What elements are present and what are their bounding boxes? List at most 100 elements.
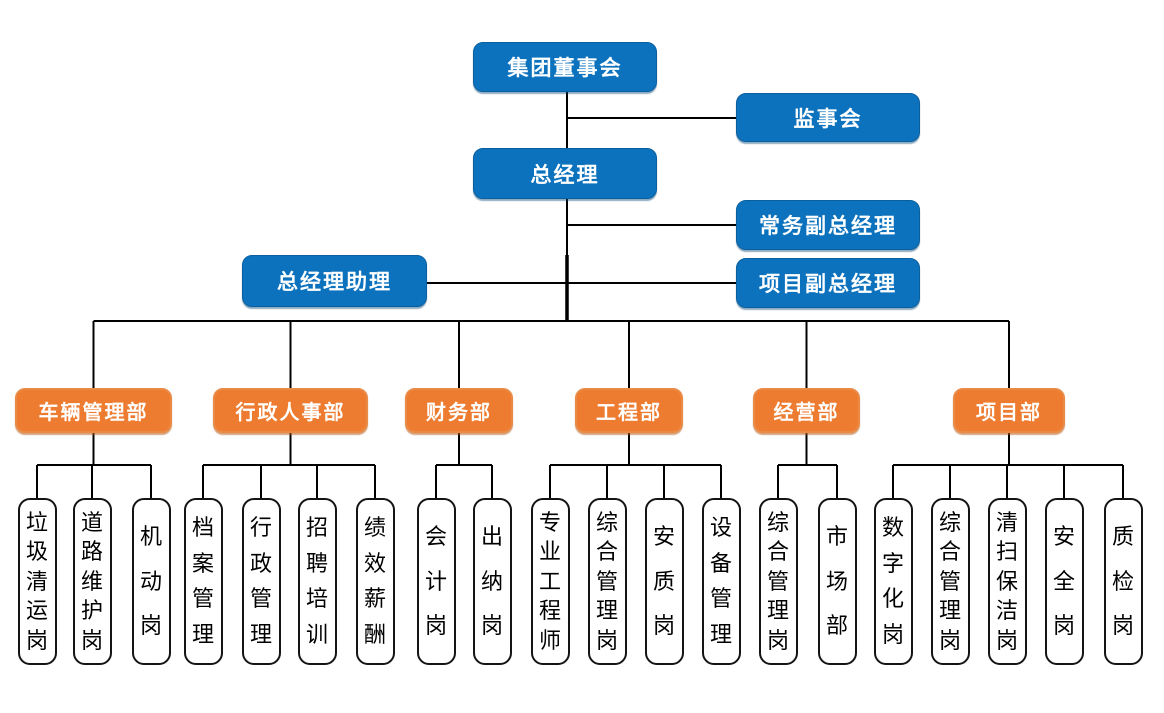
post-label-char: 管 bbox=[938, 568, 961, 594]
post-project-2: 清扫保洁岗 bbox=[987, 498, 1027, 665]
post-project-0: 数字化岗 bbox=[873, 498, 913, 665]
post-label-char: 档 bbox=[191, 515, 214, 541]
post-engineering-1: 综合管理岗 bbox=[587, 498, 627, 665]
node-deputy_exec-label: 常务副总经理 bbox=[759, 215, 897, 238]
post-label-char: 清 bbox=[995, 509, 1018, 535]
post-label-char: 扫 bbox=[995, 539, 1018, 564]
post-label-char: 化 bbox=[881, 586, 904, 612]
post-label-char: 路 bbox=[80, 539, 103, 564]
post-label-char: 机 bbox=[139, 524, 162, 550]
dept-project: 项目部 bbox=[953, 388, 1065, 433]
post-label-char: 部 bbox=[825, 612, 848, 638]
post-label-char: 理 bbox=[709, 621, 732, 647]
post-label-char: 酬 bbox=[363, 621, 386, 647]
post-admin-hr-3: 绩效薪酬 bbox=[355, 498, 395, 665]
post-label-char: 安 bbox=[652, 524, 675, 550]
dept-engineering-label: 工程部 bbox=[596, 402, 662, 424]
post-label-char: 聘 bbox=[305, 550, 328, 576]
post-label-char: 合 bbox=[938, 539, 961, 564]
post-label-char: 备 bbox=[709, 550, 732, 576]
post-label-char: 业 bbox=[538, 539, 561, 564]
post-label-char: 训 bbox=[305, 621, 328, 647]
post-label-char: 清 bbox=[25, 568, 48, 594]
post-label-char: 纳 bbox=[480, 568, 503, 594]
post-label-char: 管 bbox=[249, 586, 272, 612]
post-label-char: 岗 bbox=[938, 627, 961, 653]
dept-business-label: 经营部 bbox=[773, 402, 840, 424]
post-label-char: 理 bbox=[595, 598, 618, 623]
post-project-4: 质检岗 bbox=[1103, 498, 1143, 665]
post-label-char: 场 bbox=[825, 568, 848, 594]
post-label-char: 保 bbox=[995, 568, 1018, 594]
post-label-char: 岗 bbox=[1111, 612, 1134, 638]
post-label-char: 岗 bbox=[139, 612, 162, 638]
post-label-char: 综 bbox=[938, 509, 961, 535]
post-label-char: 程 bbox=[538, 598, 561, 623]
post-label-char: 护 bbox=[80, 598, 103, 623]
post-label-char: 字 bbox=[881, 550, 904, 576]
post-label-char: 理 bbox=[249, 621, 272, 647]
node-gm_assistant: 总经理助理 bbox=[242, 255, 427, 307]
post-label-char: 综 bbox=[595, 509, 618, 535]
post-vehicle-0: 垃圾清运岗 bbox=[17, 498, 57, 665]
post-label-char: 设 bbox=[709, 515, 732, 541]
post-project-3: 安全岗 bbox=[1044, 498, 1084, 665]
node-supervisory-label: 监事会 bbox=[793, 107, 863, 131]
post-label-char: 效 bbox=[363, 550, 386, 576]
post-label-char: 岗 bbox=[652, 612, 675, 638]
dept-business: 经营部 bbox=[753, 388, 860, 433]
dept-engineering: 工程部 bbox=[575, 388, 683, 433]
post-label-char: 岗 bbox=[480, 612, 503, 638]
post-label-char: 维 bbox=[80, 568, 103, 594]
post-label-char: 安 bbox=[1052, 524, 1075, 550]
post-label-char: 出 bbox=[480, 524, 503, 550]
post-label-char: 岗 bbox=[25, 627, 48, 653]
post-finance-0: 会计岗 bbox=[416, 498, 456, 665]
post-vehicle-2: 机动岗 bbox=[131, 498, 171, 665]
post-engineering-3: 设备管理 bbox=[701, 498, 741, 665]
node-deputy_project-label: 项目副总经理 bbox=[759, 273, 897, 296]
post-label-char: 理 bbox=[191, 621, 214, 647]
post-label-char: 薪 bbox=[363, 586, 386, 612]
post-label-char: 岗 bbox=[766, 627, 789, 653]
node-gm: 总经理 bbox=[473, 148, 657, 199]
node-deputy_project: 项目副总经理 bbox=[736, 258, 920, 308]
post-business-0: 综合管理岗 bbox=[758, 498, 798, 665]
post-label-char: 绩 bbox=[363, 515, 386, 541]
post-label-char: 理 bbox=[938, 598, 961, 623]
post-label-char: 数 bbox=[881, 515, 904, 541]
post-label-char: 检 bbox=[1111, 568, 1134, 594]
post-label-char: 岗 bbox=[424, 612, 447, 638]
post-label-char: 管 bbox=[766, 568, 789, 594]
post-admin-hr-0: 档案管理 bbox=[183, 498, 223, 665]
post-label-char: 全 bbox=[1052, 568, 1075, 594]
post-label-char: 管 bbox=[595, 568, 618, 594]
post-label-char: 质 bbox=[652, 568, 675, 594]
post-label-char: 计 bbox=[424, 568, 447, 594]
post-label-char: 政 bbox=[249, 550, 272, 576]
post-engineering-0: 专业工程师 bbox=[530, 498, 570, 665]
post-label-char: 岗 bbox=[995, 627, 1018, 653]
post-label-char: 招 bbox=[305, 515, 328, 541]
post-label-char: 运 bbox=[25, 598, 48, 623]
post-business-1: 市场部 bbox=[817, 498, 857, 665]
post-admin-hr-2: 招聘培训 bbox=[297, 498, 337, 665]
node-supervisory: 监事会 bbox=[736, 93, 920, 142]
post-label-char: 动 bbox=[139, 568, 162, 594]
post-label-char: 管 bbox=[709, 586, 732, 612]
post-vehicle-1: 道路维护岗 bbox=[72, 498, 112, 665]
post-label-char: 行 bbox=[249, 515, 272, 541]
post-finance-1: 出纳岗 bbox=[472, 498, 512, 665]
dept-finance: 财务部 bbox=[405, 388, 513, 433]
post-label-char: 岗 bbox=[1052, 612, 1075, 638]
post-label-char: 岗 bbox=[80, 627, 103, 653]
post-label-char: 管 bbox=[191, 586, 214, 612]
post-project-1: 综合管理岗 bbox=[930, 498, 970, 665]
node-gm-label: 总经理 bbox=[530, 163, 600, 187]
post-label-char: 圾 bbox=[25, 539, 48, 564]
node-board: 集团董事会 bbox=[473, 42, 657, 92]
dept-vehicle: 车辆管理部 bbox=[15, 388, 172, 433]
dept-project-label: 项目部 bbox=[976, 402, 1042, 424]
node-deputy_exec: 常务副总经理 bbox=[736, 200, 920, 250]
